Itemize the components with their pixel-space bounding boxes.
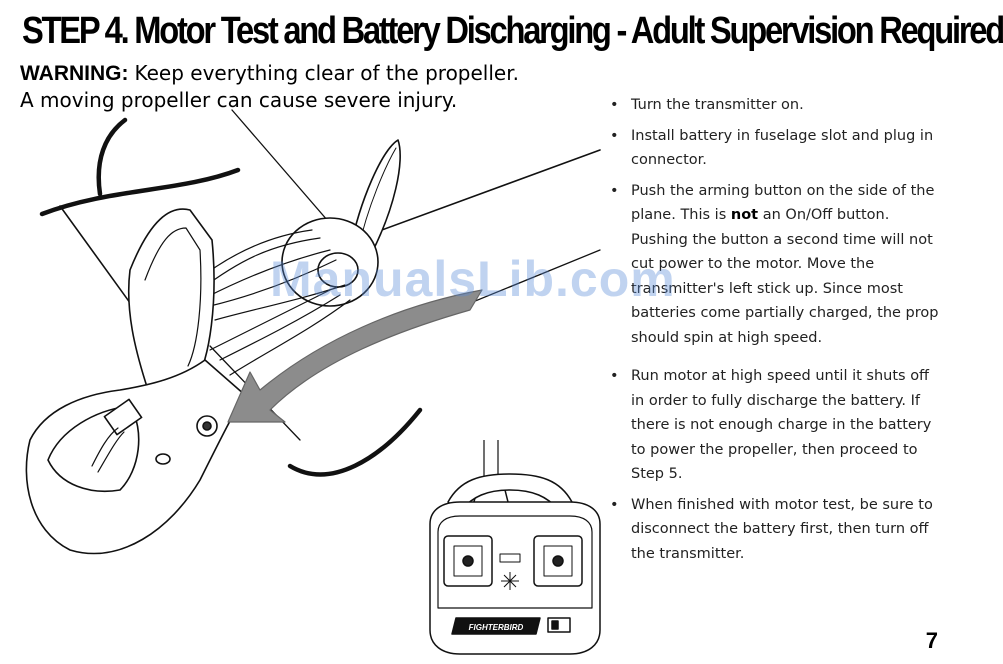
- warning-line-1: WARNING:Keep everything clear of the pro…: [20, 60, 580, 87]
- warning-text-1: Keep everything clear of the propeller.: [134, 61, 519, 85]
- brand-plate: [451, 617, 541, 635]
- step-item-turn-on: • Turn the transmitter on.: [608, 93, 944, 118]
- cutaway-curve-top: [39, 167, 241, 217]
- power-indicator: [499, 553, 521, 563]
- manual-page: STEP 4. Motor Test and Battery Dischargi…: [20, 10, 1003, 655]
- motor-wires: [194, 229, 346, 321]
- left-stick-gimbal: [453, 545, 483, 577]
- transmitter-face: [437, 515, 593, 609]
- warning-line-2: A moving propeller can cause severe inju…: [20, 88, 458, 112]
- step-item-run-motor: • Run motor at high speed until it shuts …: [608, 364, 944, 487]
- step-text-emphasis: not: [730, 207, 759, 223]
- step-list: • Turn the transmitter on. • Install batte…: [608, 93, 944, 566]
- pointer-arrow: [227, 289, 483, 423]
- step-item-arming-button: • Push the arming button on the side of t…: [608, 179, 944, 351]
- bullet: •: [610, 496, 619, 513]
- arming-button-core: [202, 421, 212, 431]
- right-stick-gimbal: [543, 545, 573, 577]
- step-text: Run motor at high speed until it shuts o…: [631, 368, 932, 482]
- power-switch-knob: [551, 620, 559, 630]
- canopy-inner: [144, 227, 202, 367]
- bullet: •: [610, 368, 619, 384]
- step-text-before: Push the arming button on the side of th…: [631, 182, 935, 224]
- page-title: STEP 4. Motor Test and Battery Dischargi…: [22, 10, 1003, 52]
- center-star: [501, 572, 519, 590]
- battery-wires: [91, 427, 125, 473]
- canopy: [127, 208, 215, 391]
- left-stick: [462, 555, 474, 567]
- battery-connector: [103, 398, 143, 436]
- step-text-after: an On/Off button. Pushing the button a s…: [631, 207, 939, 346]
- transmitter-brand: FIGHTERBIRD: [469, 623, 524, 632]
- step-text: Turn the transmitter on.: [631, 97, 804, 113]
- cutaway-curve-left: [96, 117, 128, 197]
- bullet: •: [610, 127, 619, 144]
- right-stick: [552, 555, 564, 567]
- warning-notice: WARNING:Keep everything clear of the pro…: [20, 60, 580, 114]
- step-item-finish: • When finished with motor test, be sure …: [608, 493, 944, 567]
- bullet: •: [610, 97, 619, 113]
- airplane-motor-illustration: [25, 109, 601, 555]
- step-item-install-battery: • Install battery in fuselage slot and pl…: [608, 124, 944, 173]
- step-text: When finished with motor test, be sure t…: [631, 496, 933, 562]
- transmitter-illustration: FIGHTERBIRD: [429, 440, 601, 655]
- motor-wires-lower: [209, 289, 351, 376]
- bullet: •: [610, 182, 619, 199]
- warning-label: WARNING:: [20, 62, 129, 85]
- step-text: Install battery in fuselage slot and plu…: [631, 127, 934, 169]
- page-number: 7: [925, 628, 938, 653]
- transmitter-antenna: [483, 440, 499, 479]
- watermark: ManualsLib.com: [270, 251, 676, 307]
- cutaway-curve-bottom: [287, 407, 423, 477]
- vent-hole: [155, 453, 171, 465]
